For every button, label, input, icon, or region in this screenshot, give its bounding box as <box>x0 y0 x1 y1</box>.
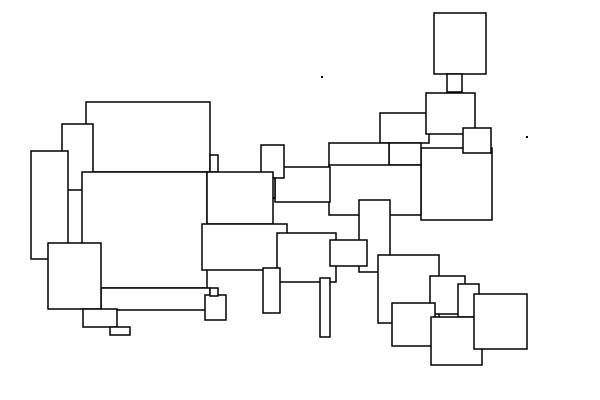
diagram-rectangle-5 <box>420 147 493 221</box>
diagram-rectangle-26 <box>47 242 102 310</box>
diagram-rectangle-30 <box>209 287 219 297</box>
diagram-rectangle-27 <box>82 308 118 328</box>
diagram-rectangle-4 <box>425 92 476 135</box>
diagram-rectangle-7 <box>388 142 422 166</box>
diagram-rectangle-17 <box>81 171 208 289</box>
diagram-rectangle-13 <box>85 101 211 173</box>
diagram-rectangle-19 <box>201 223 288 271</box>
diagram-rectangle-20 <box>276 232 337 283</box>
diagram-rectangle-3 <box>379 112 430 144</box>
diagram-rectangle-29 <box>204 294 227 321</box>
diagram-rectangle-25 <box>100 287 211 311</box>
diagram-rectangle-6 <box>462 127 492 154</box>
rectangles-group <box>30 12 528 366</box>
diagram-rectangle-22 <box>329 239 368 267</box>
diagram-rectangle-23 <box>262 267 281 314</box>
diagram-dot-1 <box>321 76 323 78</box>
diagram-dot-2 <box>526 136 528 138</box>
diagram-rectangle-36 <box>473 293 528 350</box>
diagram-rectangle-14 <box>209 154 219 173</box>
dots-group <box>321 76 528 138</box>
diagram-rectangle-24 <box>319 277 331 338</box>
diagram-rectangle-18 <box>206 171 274 225</box>
diagram-rectangle-34 <box>391 302 436 347</box>
diagram-rectangle-28 <box>109 326 131 336</box>
diagram-rectangle-2 <box>446 73 463 93</box>
diagram-rectangle-1 <box>433 12 487 75</box>
